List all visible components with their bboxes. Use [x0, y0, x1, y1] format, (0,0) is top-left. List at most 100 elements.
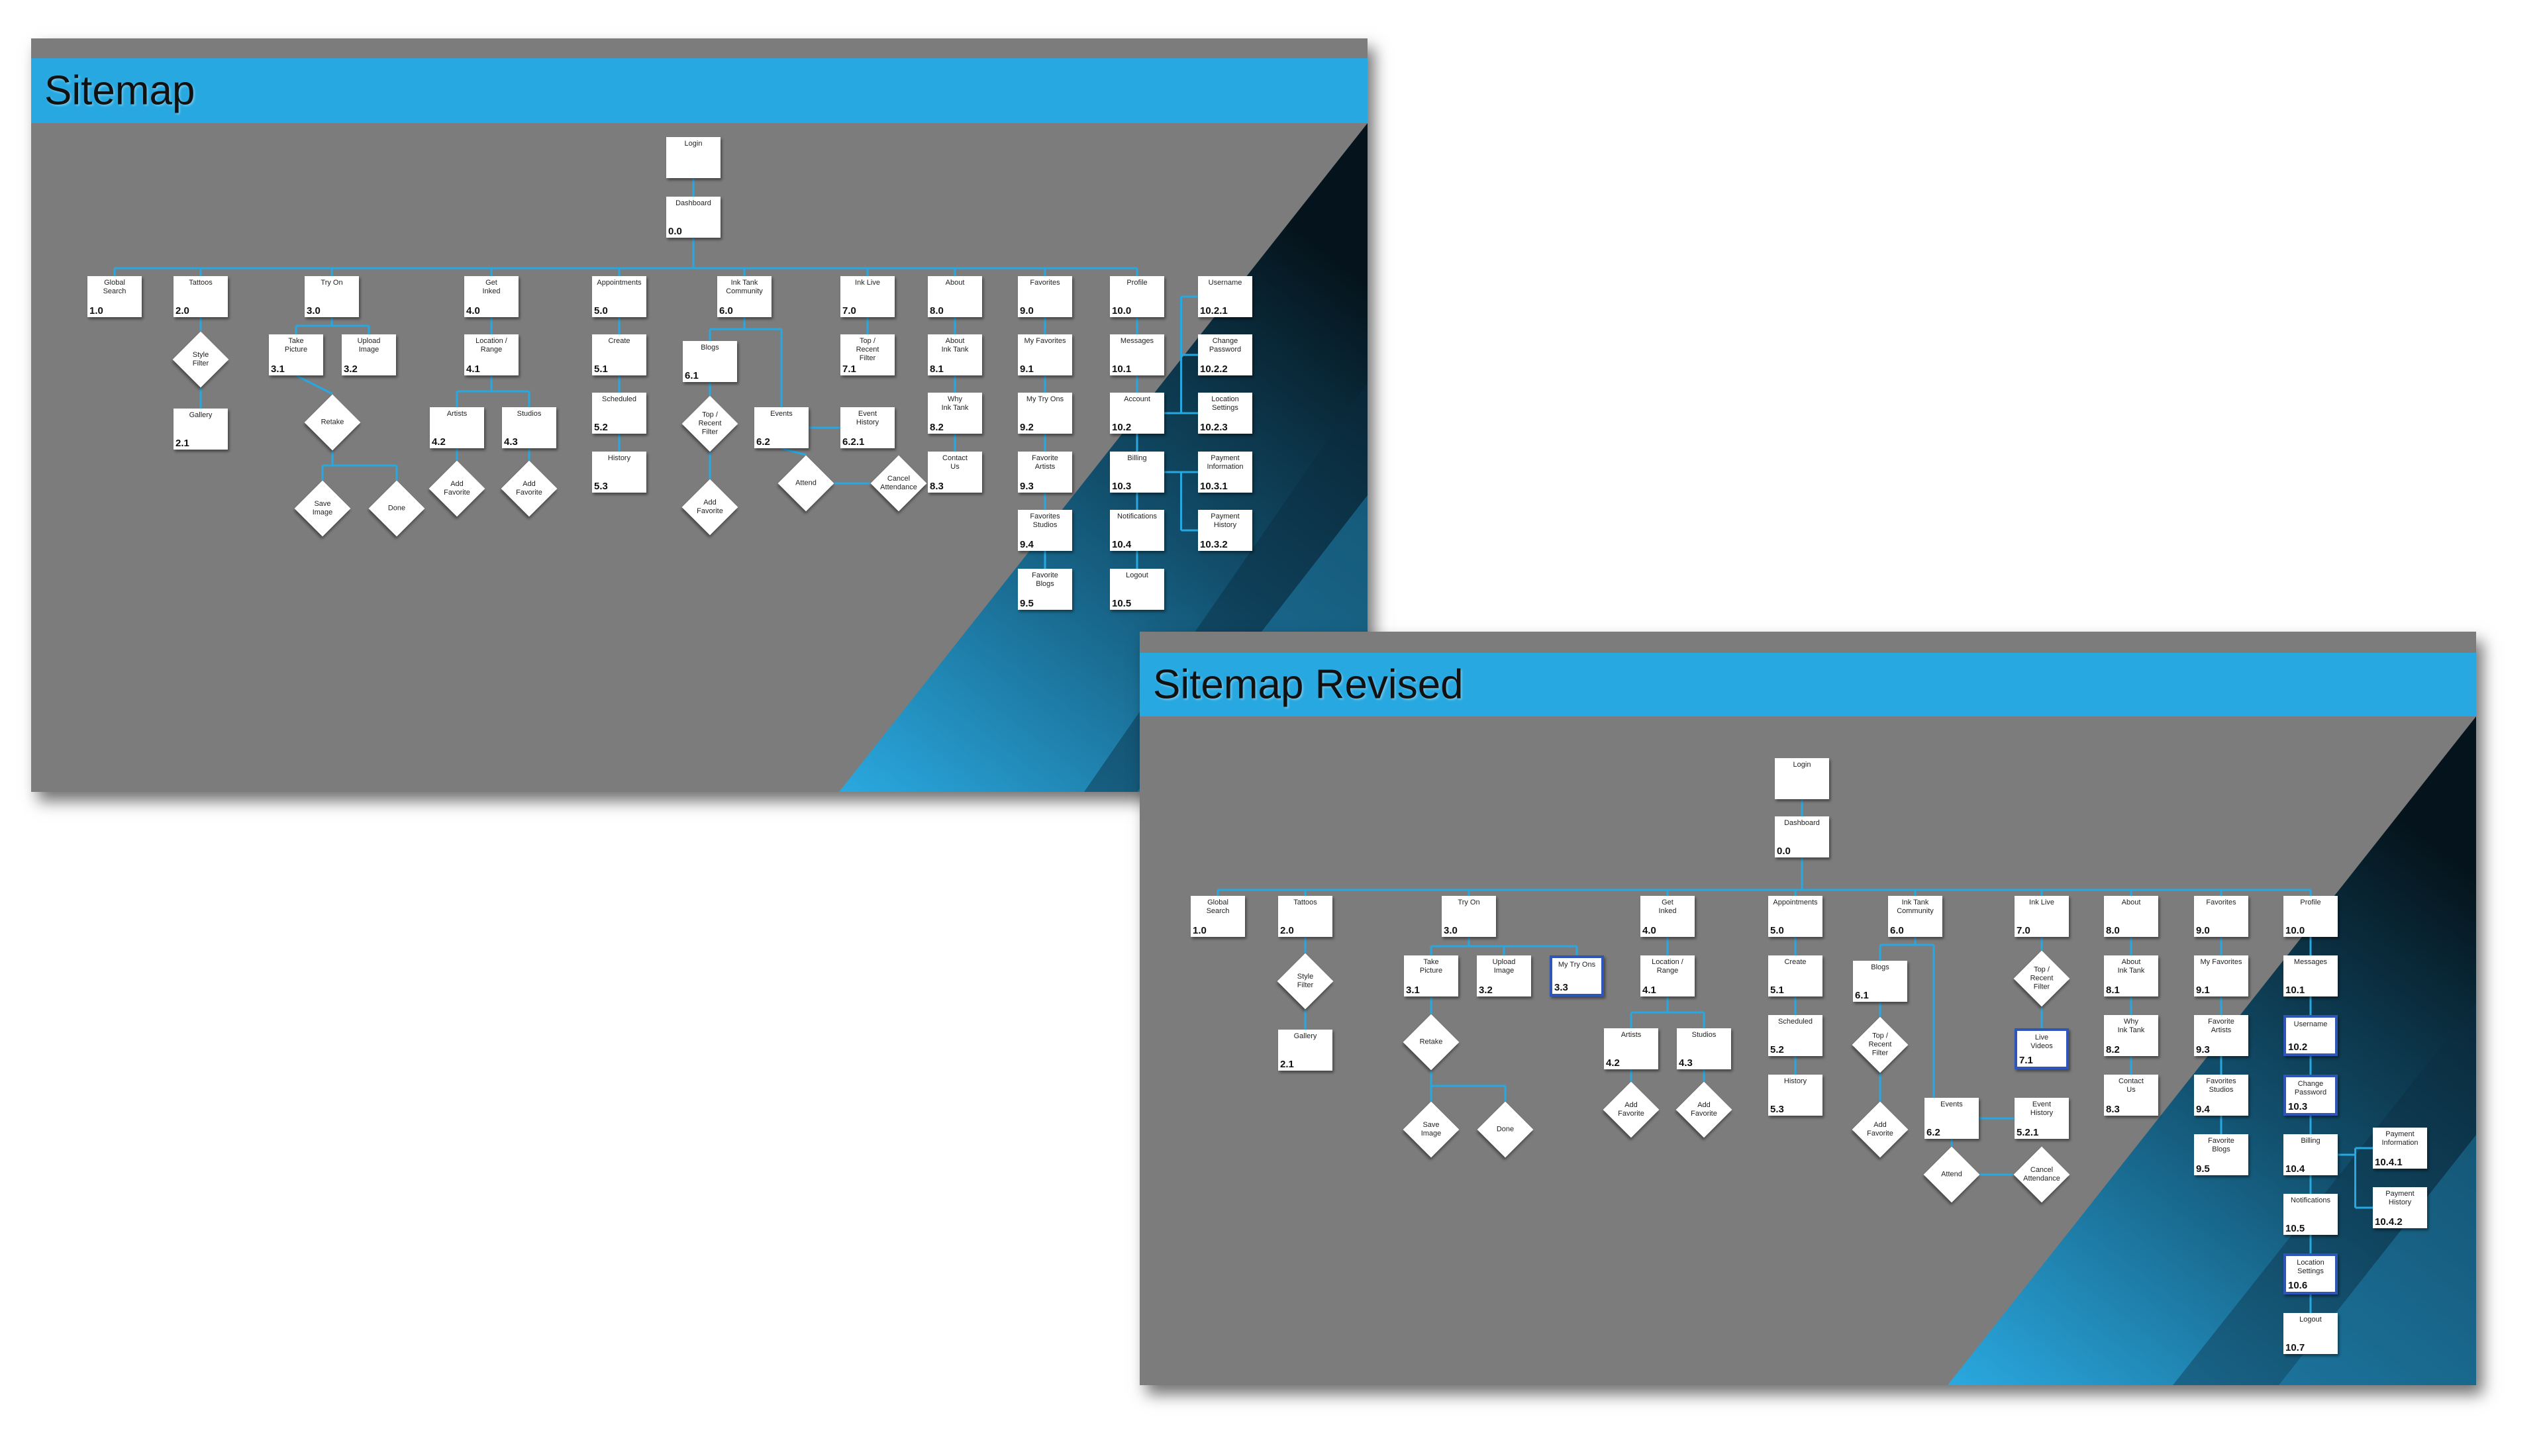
node-label: Payment Information: [2381, 1130, 2418, 1147]
node-number: 7.1: [842, 364, 856, 375]
node-number: 4.2: [1606, 1057, 1620, 1069]
node-label: Save Image: [312, 500, 333, 516]
node-label: Live Videos: [2030, 1034, 2053, 1050]
node-label: Add Favorite: [444, 480, 470, 497]
node-label: Logout: [1126, 571, 1148, 579]
node-number: 10.1: [2285, 985, 2305, 996]
node-label: Favorites: [2206, 898, 2236, 906]
decision-node-af3: Add Favorite: [681, 479, 738, 536]
decision-node-af1: Add Favorite: [1603, 1081, 1660, 1138]
node-number: 2.1: [175, 438, 189, 449]
node-number: 2.1: [1280, 1059, 1294, 1070]
node-number: 5.3: [594, 481, 608, 492]
decision-node-ca: Cancel Attendance: [870, 455, 927, 512]
node-label: Events: [770, 410, 793, 418]
node-label: Payment History: [2385, 1190, 2415, 1206]
node-number: 4.0: [1642, 925, 1656, 936]
node-number: 2.0: [175, 305, 189, 316]
node-label: Artists: [446, 410, 468, 418]
node-number: 10.4: [1112, 539, 1132, 550]
node-number: 5.0: [1770, 925, 1784, 936]
node-label: Done: [387, 504, 406, 512]
node-label: Blogs: [1871, 963, 1889, 971]
connector: [781, 447, 807, 456]
node-label: Save Image: [1421, 1121, 1442, 1138]
node-number: 6.0: [719, 305, 733, 316]
node-number: 4.1: [1642, 985, 1656, 996]
node-number: 6.0: [1890, 925, 1904, 936]
node-number: 8.0: [930, 305, 944, 316]
node-label: My Favorites: [1024, 337, 1066, 345]
slide-title: Sitemap Revised: [1153, 661, 1464, 708]
decision-node-af2: Add Favorite: [1675, 1081, 1732, 1138]
node-label: Login: [1793, 761, 1811, 769]
node-number: 3.3: [1554, 982, 1568, 993]
node-label: Top / Recent Filter: [1868, 1032, 1892, 1057]
page-node-login: Login: [666, 137, 721, 178]
node-label: Get Inked: [1658, 898, 1677, 915]
node-number: 9.5: [1020, 598, 1034, 609]
node-number: 9.2: [1020, 422, 1034, 433]
node-label: About: [945, 279, 965, 287]
node-label: Get Inked: [482, 279, 501, 295]
decision-node-si: Save Image: [294, 480, 351, 537]
node-number: 10.3.1: [1200, 481, 1228, 492]
node-label: Take Picture: [284, 337, 308, 354]
node-number: 9.4: [2196, 1104, 2210, 1115]
node-label: Global Search: [1206, 898, 1230, 915]
node-label: Favorites Studios: [1030, 512, 1060, 529]
node-label: Attend: [1941, 1170, 1962, 1179]
node-label: Location Settings: [1211, 395, 1239, 412]
node-number: 9.0: [2196, 925, 2210, 936]
node-label: Studios: [517, 410, 542, 418]
node-label: Add Favorite: [516, 480, 542, 497]
node-label: Logout: [2299, 1316, 2322, 1324]
decision-node-ret: Retake: [304, 394, 361, 451]
decision-node-af1: Add Favorite: [428, 460, 485, 517]
node-label: Favorites Studios: [2206, 1077, 2236, 1094]
node-label: Appointments: [1773, 898, 1818, 906]
decision-node-ret: Retake: [1403, 1014, 1460, 1071]
node-number: 10.2.2: [1200, 364, 1228, 375]
node-number: 3.2: [344, 364, 358, 375]
page-node-login: Login: [1775, 758, 1829, 799]
node-number: 7.0: [2017, 925, 2030, 936]
node-number: 10.6: [2288, 1280, 2308, 1291]
slide-title-bar: Sitemap: [31, 58, 1368, 123]
node-number: 10.0: [2285, 925, 2305, 936]
node-label: About: [2121, 898, 2141, 906]
node-number: 0.0: [668, 226, 682, 237]
node-label: Change Password: [2294, 1080, 2327, 1096]
node-number: 5.0: [594, 305, 608, 316]
node-label: Ink Live: [2029, 898, 2054, 906]
node-label: Style Filter: [1297, 973, 1314, 989]
node-label: Cancel Attendance: [2023, 1166, 2060, 1183]
node-label: Change Password: [1209, 337, 1242, 354]
node-number: 10.5: [1112, 598, 1132, 609]
node-number: 5.2.1: [2017, 1127, 2039, 1138]
page-node-fs: Favorites Studios 9.4: [2194, 1075, 2248, 1116]
